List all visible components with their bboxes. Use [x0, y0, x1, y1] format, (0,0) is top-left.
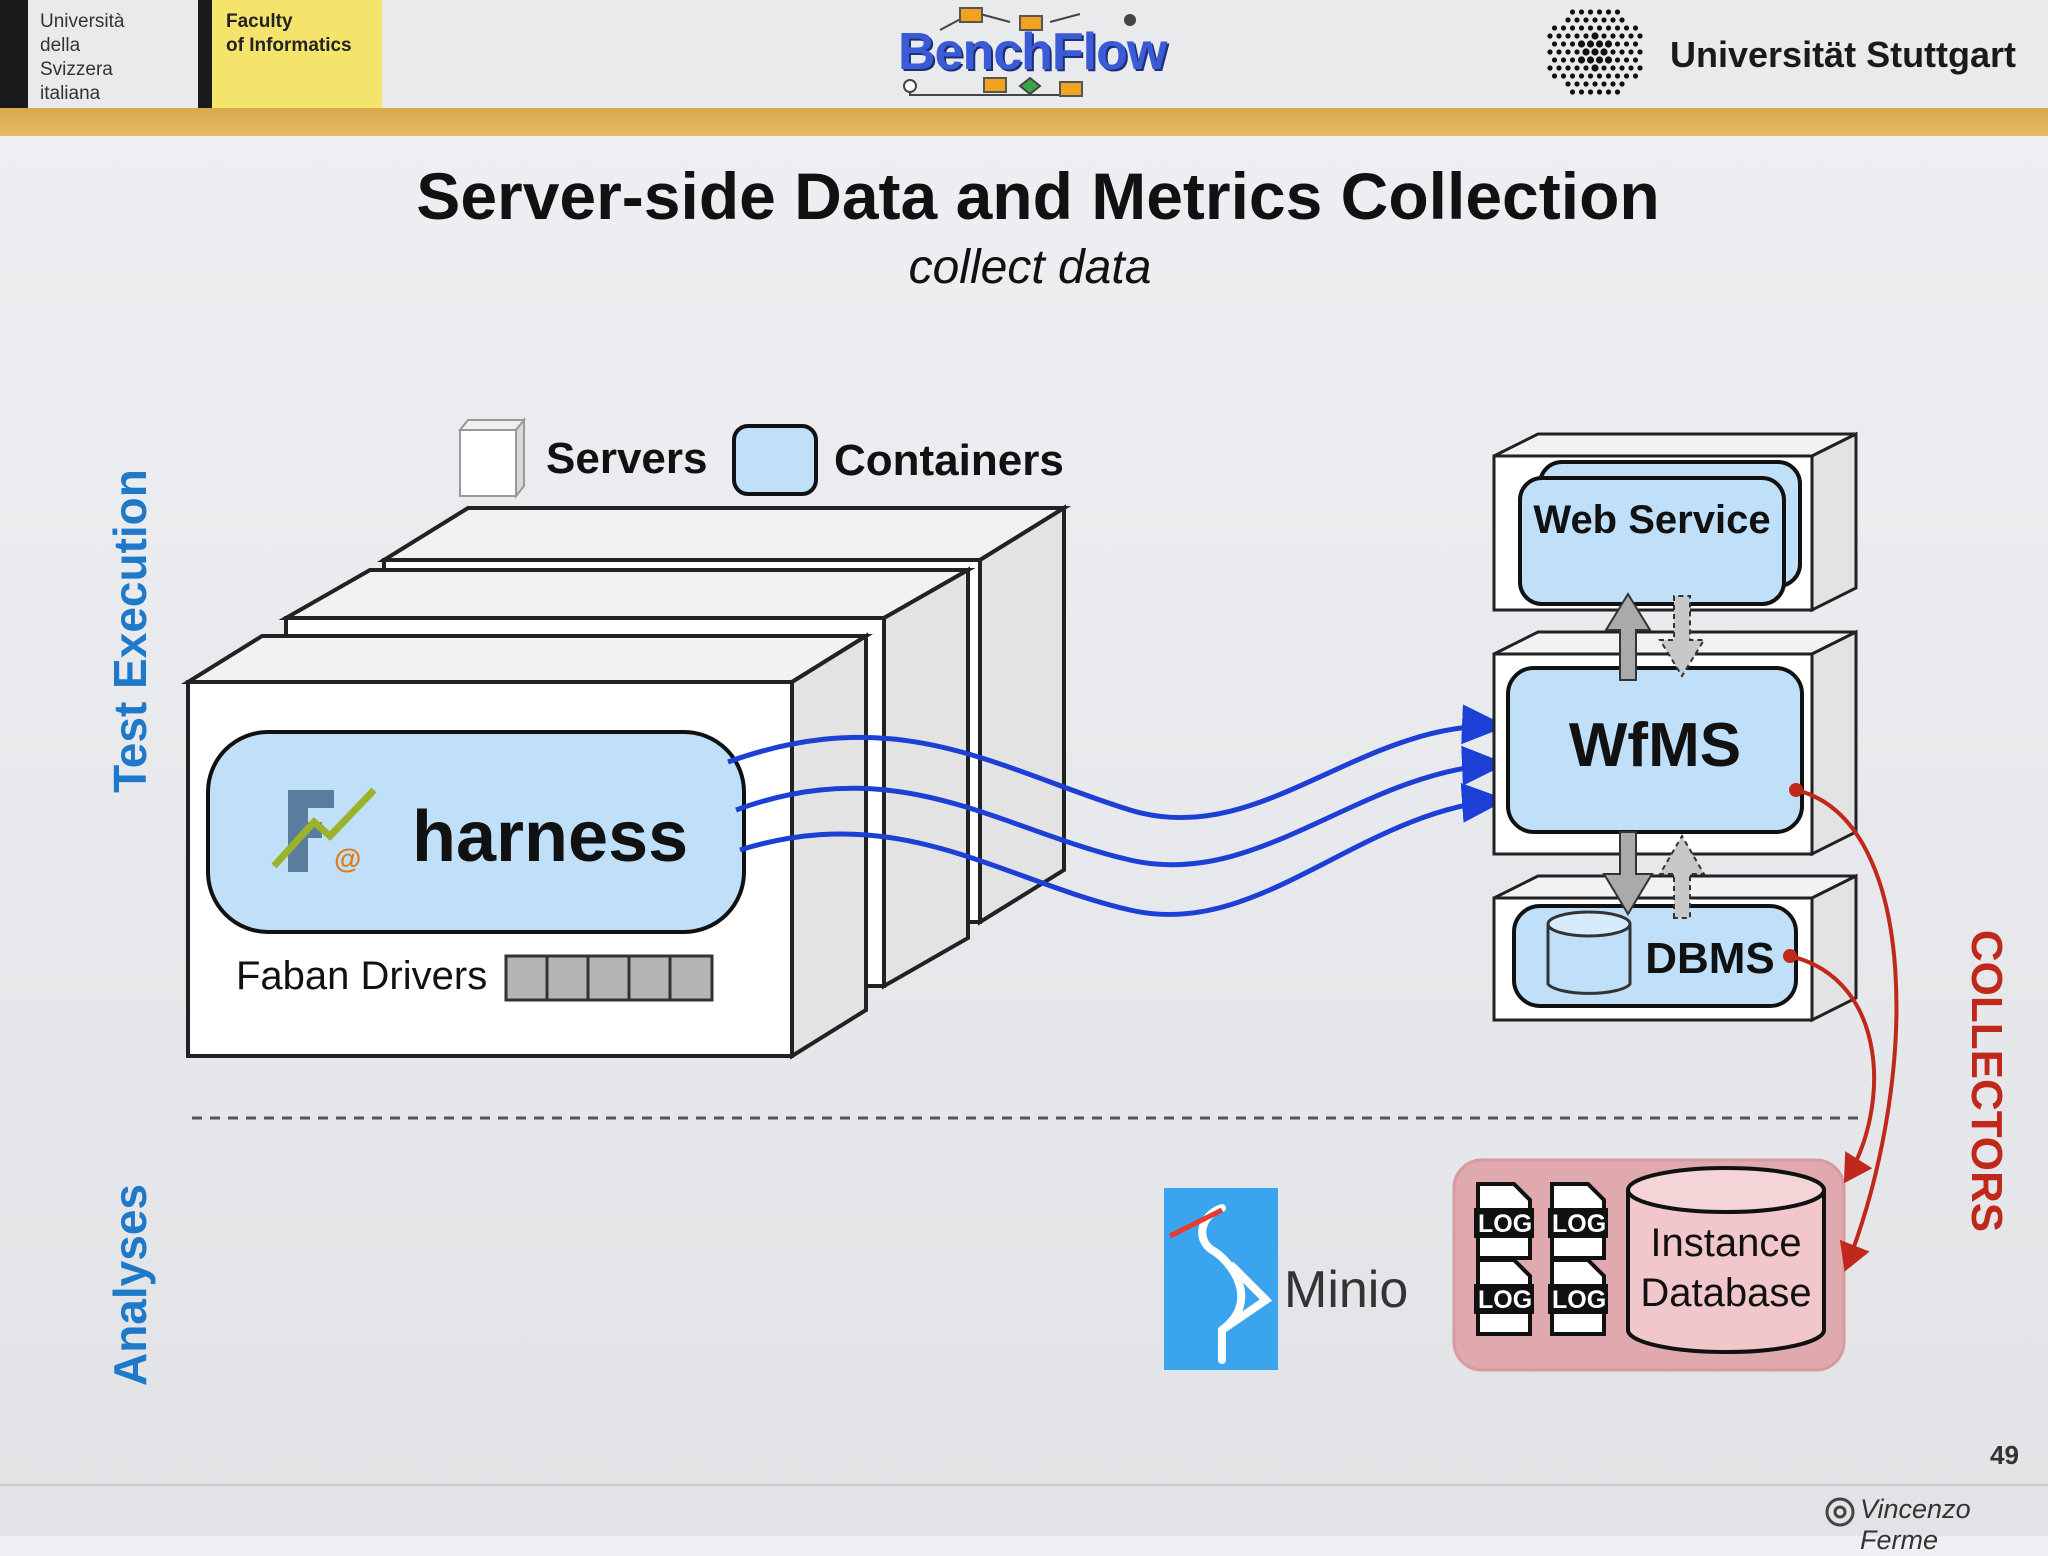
university-name: Universität Stuttgart [1670, 34, 2017, 75]
instance-database-cylinder [1626, 1166, 1826, 1354]
header-gold-band [0, 108, 2048, 136]
faculty-badge [212, 0, 382, 108]
log-file-icons [1474, 1182, 1608, 1336]
dbms-label: DBMS [1645, 934, 1775, 983]
legend-servers-label: Servers [546, 434, 708, 483]
legend-containers-label: Containers [834, 436, 1064, 485]
slide-header: Università della Svizzera italiana Facul… [0, 0, 2048, 108]
header-divider-bar [0, 0, 28, 108]
web-service-label: Web Service [1533, 498, 1771, 542]
faban-drivers-label: Faban Drivers [236, 954, 488, 998]
collector-arrows [1783, 783, 1899, 1272]
slide-title: Server-side Data and Metrics Collection [416, 159, 1660, 233]
web-service-server [1492, 431, 1858, 613]
page-number: 49 [1990, 1440, 2019, 1470]
faculty-label: Faculty of Informatics [226, 11, 352, 56]
harness-container [206, 730, 746, 934]
minio-heron-icon [1164, 1188, 1278, 1370]
usi-logo-text: Università della Svizzera italiana [40, 11, 125, 104]
benchflow-logo-graphic [903, 7, 1136, 97]
benchflow-logo: BenchFlow [898, 23, 1167, 81]
log-label: LOG [1478, 1210, 1532, 1238]
wfms-dbms-arrows [1602, 831, 1706, 919]
stuttgart-logo-icon [1547, 9, 1643, 95]
slide-subtitle: collect data [908, 241, 1152, 294]
harness-label: harness [412, 797, 689, 877]
webservice-wfms-arrows [1604, 592, 1706, 681]
copyright-icon [1825, 1497, 1855, 1527]
svg-text:@: @ [334, 843, 361, 874]
minio-label: Minio [1284, 1261, 1409, 1319]
footer-divider [0, 1484, 2048, 1486]
author-credit: Vincenzo Ferme [1860, 1494, 1971, 1555]
database-cylinder-icon [1546, 910, 1632, 995]
log-label: LOG [1478, 1286, 1532, 1314]
faban-icon: @ [271, 787, 377, 874]
legend-container-icon [732, 424, 818, 496]
wfms-label: WfMS [1568, 711, 1742, 780]
log-label: LOG [1552, 1286, 1606, 1314]
workload-arrows [727, 704, 1507, 917]
header-divider-bar [198, 0, 212, 108]
log-label: LOG [1552, 1210, 1606, 1238]
faban-driver-slots [504, 954, 714, 1002]
legend-server-icon [457, 417, 527, 499]
instance-database-label: Instance Database [1640, 1221, 1812, 1315]
